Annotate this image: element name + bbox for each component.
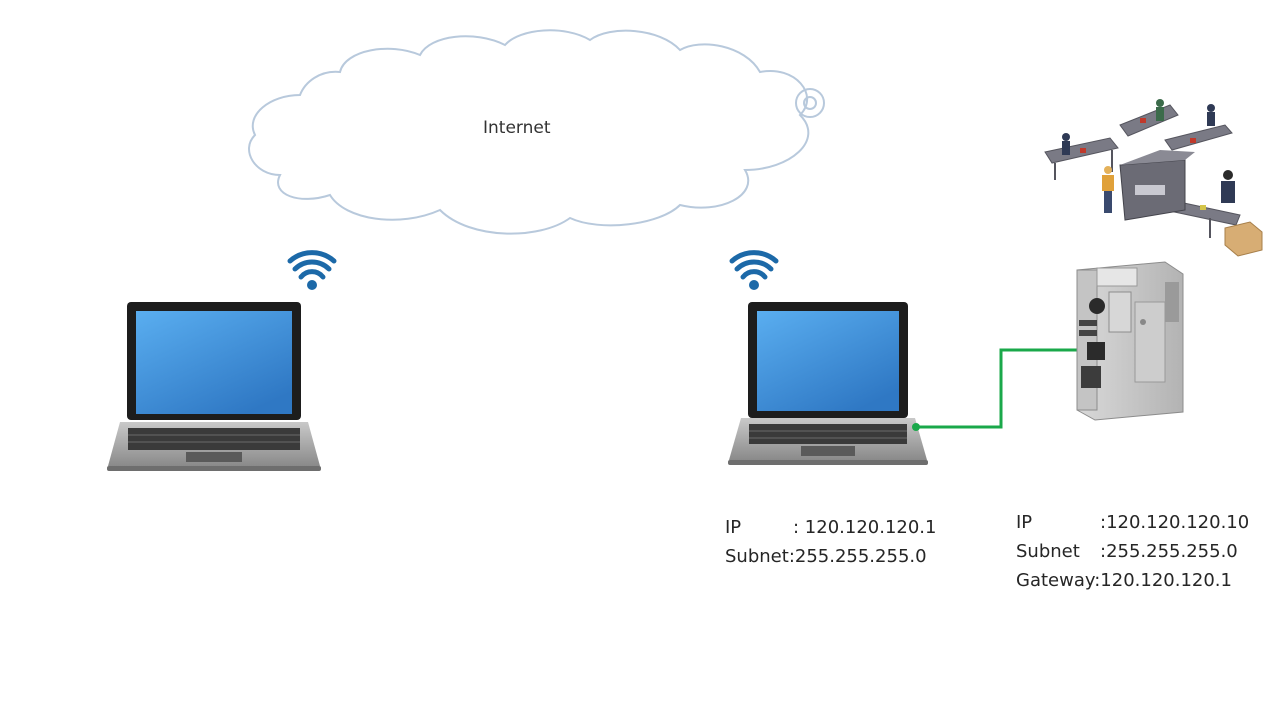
laptop-ip-row: IP : 120.120.120.1 <box>725 517 936 539</box>
wifi-icon <box>287 250 337 290</box>
controller-ip-value: :120.120.120.10 <box>1100 512 1250 533</box>
controller-subnet-row: Subnet :255.255.255.0 <box>1016 541 1238 563</box>
laptop-ip-label: IP <box>725 517 742 538</box>
wifi-icon <box>729 250 779 290</box>
controller-subnet-value: :255.255.255.0 <box>1100 541 1238 562</box>
controller-gateway-label: Gateway <box>1016 570 1095 591</box>
cloud-label: Internet <box>483 118 551 138</box>
laptop-ip-value: : 120.120.120.1 <box>793 517 937 538</box>
controller-gateway-value: :120.120.120.1 <box>1094 570 1232 591</box>
laptop-icon <box>107 302 321 471</box>
laptop-subnet-row: Subnet:255.255.255.0 <box>725 546 927 568</box>
laptop-subnet-label: Subnet <box>725 546 789 567</box>
controller-ip-row: IP :120.120.120.10 <box>1016 512 1249 534</box>
controller-ip-label: IP <box>1016 512 1033 533</box>
cloud-icon <box>248 29 825 235</box>
controller-gateway-row: Gateway:120.120.120.1 <box>1016 570 1232 592</box>
laptop-icon <box>728 302 928 465</box>
ethernet-cable <box>912 346 1090 431</box>
laptop-subnet-value: :255.255.255.0 <box>788 546 927 567</box>
controller-subnet-label: Subnet <box>1016 541 1080 562</box>
plc-controller-icon <box>1076 261 1184 421</box>
factory-conveyor-icon <box>1044 99 1263 257</box>
